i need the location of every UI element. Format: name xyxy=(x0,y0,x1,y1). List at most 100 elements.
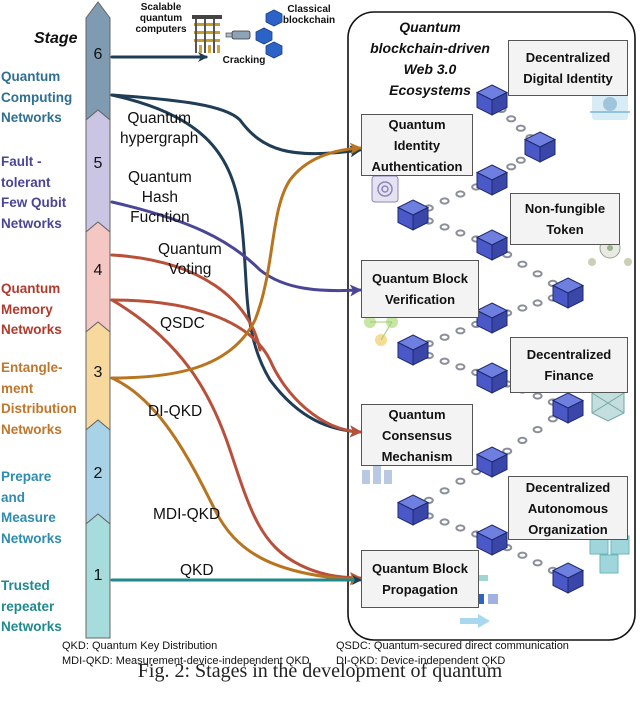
blockchain-chain xyxy=(396,84,585,594)
chain-link xyxy=(517,304,528,312)
block-cube xyxy=(475,229,509,261)
quantum-computer-icon xyxy=(192,15,222,53)
face-id-icon xyxy=(590,92,630,120)
chain-link xyxy=(439,518,450,526)
block-cube xyxy=(475,84,509,116)
verification-icon xyxy=(364,316,398,346)
chain-link xyxy=(532,559,543,567)
arrow-diqkd xyxy=(110,298,362,584)
network-label-stage-4: Quantum Memory Networks xyxy=(1,281,62,337)
arrow-group xyxy=(110,52,362,586)
cracking-icon xyxy=(225,30,251,40)
block-cube xyxy=(475,164,509,196)
block-cube xyxy=(475,362,509,394)
chain-link xyxy=(517,260,528,268)
chain-link xyxy=(517,436,528,444)
decor-icons xyxy=(362,92,632,628)
chain-link xyxy=(506,115,517,123)
stage-column xyxy=(85,1,111,639)
chain-link xyxy=(532,426,543,434)
network-label-stage-6: Quantum Computing Networks xyxy=(1,69,73,125)
chain-link xyxy=(515,156,526,164)
network-label-stage-5: Fault - tolerant Few Qubit Networks xyxy=(1,154,67,231)
label-classical-blockchain: Classical blockchain xyxy=(282,4,336,26)
chain-link xyxy=(455,190,466,198)
arrow-hypergraph xyxy=(110,93,362,158)
tech-label-qsdc: QSDC xyxy=(160,315,205,332)
chain-link xyxy=(455,229,466,237)
block-cube xyxy=(396,334,430,366)
stage-number: 1 xyxy=(93,567,103,584)
block-cube xyxy=(551,562,585,594)
block-cube xyxy=(551,277,585,309)
chain-link xyxy=(532,392,543,400)
tech-label-mdi-qkd: MDI-QKD xyxy=(153,506,221,523)
app-digital-identity: Decentralized Digital Identity xyxy=(508,40,628,96)
chain-link xyxy=(439,197,450,205)
chain-link xyxy=(455,477,466,485)
stage-number: 4 xyxy=(93,262,103,279)
arrow-hashfunction xyxy=(110,93,362,438)
finance-icon xyxy=(591,384,625,422)
chain-link xyxy=(439,357,450,365)
chain-link xyxy=(532,270,543,278)
legend-qkd: QKD: Quantum Key Distribution xyxy=(62,640,218,652)
app-block-verification: Quantum Block Verification xyxy=(361,260,479,318)
chain-link xyxy=(547,415,558,423)
stage-number: 6 xyxy=(93,46,103,63)
block-cube xyxy=(396,199,430,231)
stage-title: Stage xyxy=(34,30,78,47)
app-identity-authentication: Quantum Identity Authentication xyxy=(361,114,473,176)
tech-label-voting: Quantum Voting xyxy=(158,241,222,278)
network-label-stage-2: Prepare and Measure Networks xyxy=(1,469,62,546)
app-defi: Decentralized Finance xyxy=(510,337,628,393)
block-cube xyxy=(475,446,509,478)
chain-link xyxy=(455,524,466,532)
chain-link xyxy=(515,124,526,132)
dao-icon xyxy=(589,535,630,574)
block-cube xyxy=(523,131,557,163)
stage-1-band xyxy=(85,513,111,639)
arrow-mdiqkd xyxy=(110,376,362,586)
stage-number: 5 xyxy=(93,155,103,172)
chain-link xyxy=(517,551,528,559)
block-cube xyxy=(551,392,585,424)
ecosystem-frame xyxy=(347,11,636,641)
arrow-stage4-lower xyxy=(110,253,262,352)
label-cracking: Cracking xyxy=(222,55,266,66)
label-scalable-computers: Scalable quantum computers xyxy=(135,2,187,35)
app-dao: Decentralized Autonomous Organization xyxy=(508,476,628,540)
tech-label-hash-function: Quantum Hash Fucntion xyxy=(128,169,192,226)
chain-link xyxy=(455,327,466,335)
legend-mdi-qkd: MDI-QKD: Measurement-device-independent … xyxy=(62,655,310,667)
tech-label-di-qkd: DI-QKD xyxy=(148,403,203,420)
stage-number: 3 xyxy=(93,364,103,381)
consensus-icon xyxy=(362,466,392,484)
arrow-voting xyxy=(110,200,362,297)
tech-label-qkd: QKD xyxy=(180,562,214,579)
block-cube xyxy=(475,524,509,556)
app-consensus-mechanism: Quantum Consensus Mechanism xyxy=(361,404,473,466)
stage-number: 2 xyxy=(93,465,103,482)
legend-di-qkd: DI-QKD: Device-independent QKD xyxy=(336,655,506,667)
ecosystem-title: Quantum blockchain-driven Web 3.0 Ecosys… xyxy=(370,19,490,98)
chain-link xyxy=(439,333,450,341)
network-label-stage-1: Trusted repeater Networks xyxy=(1,578,62,634)
classical-blockchain-icon xyxy=(255,9,283,59)
arrow-stage3-identity xyxy=(110,142,362,380)
block-cube xyxy=(475,302,509,334)
app-nft: Non-fungible Token xyxy=(510,193,620,245)
fingerprint-icon xyxy=(371,175,399,203)
figure-caption: Fig. 2: Stages in the development of qua… xyxy=(137,660,503,682)
block-cube xyxy=(396,494,430,526)
app-block-propagation: Quantum Block Propagation xyxy=(361,550,479,608)
chain-link xyxy=(532,299,543,307)
chain-link xyxy=(502,447,513,455)
chain-link xyxy=(439,487,450,495)
legend-qsdc: QSDC: Quantum-secured direct communicati… xyxy=(336,640,569,652)
chain-link xyxy=(455,363,466,371)
tech-label-hypergraph: Quantum hypergraph xyxy=(120,110,199,147)
network-label-stage-3: Entangle- ment Distribution Networks xyxy=(1,360,77,437)
chain-link xyxy=(439,223,450,231)
